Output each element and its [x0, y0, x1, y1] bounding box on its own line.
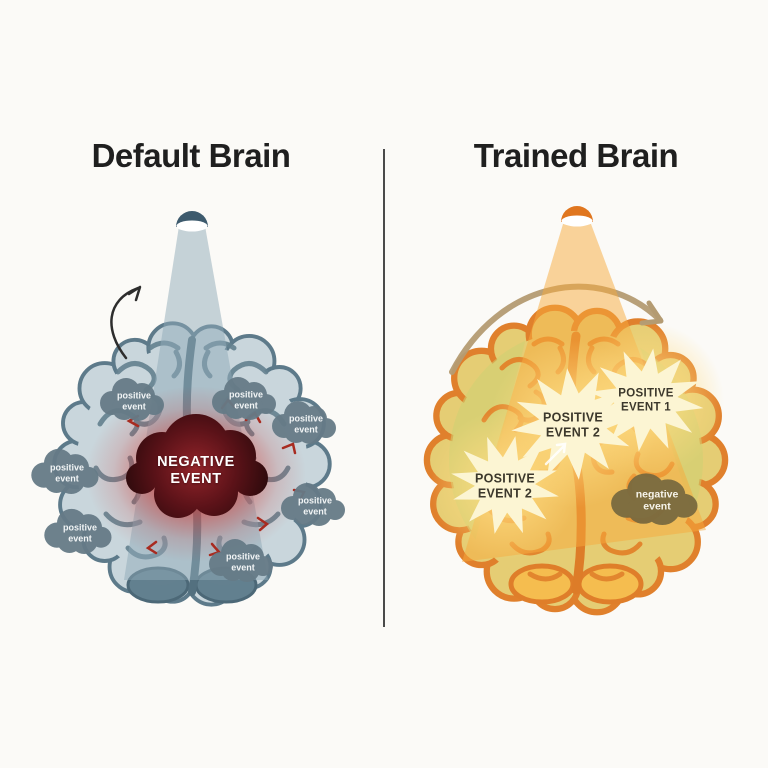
spotlight-icon — [176, 211, 208, 232]
curved-arrow-up-icon — [110, 286, 140, 360]
right-panel-title: Trained Brain — [473, 137, 679, 174]
positive-event-bursts — [430, 322, 724, 560]
burst-link-arrow — [544, 442, 567, 466]
positive-event-label: positive event — [288, 413, 323, 434]
positive-event-2-label: POSITIVE EVENT 2 — [542, 410, 604, 439]
negative-event-small-label: negative event — [635, 488, 679, 513]
positive-event-label: positive event — [49, 462, 84, 483]
positive-event-label: positive event — [116, 390, 151, 411]
positive-event-label: positive event — [228, 389, 263, 410]
positive-event-label: positive event — [225, 551, 260, 572]
default-brain-group — [31, 211, 345, 607]
trained-brain-lobe-right — [576, 563, 644, 605]
left-panel-title: Default Brain — [91, 137, 291, 174]
curved-arrow-up-head — [127, 285, 142, 302]
trained-brain-group — [418, 206, 734, 612]
positive-event-1-label: POSITIVE EVENT 1 — [618, 387, 674, 413]
panel-divider — [383, 149, 385, 627]
trained-brain-lobe-left — [508, 563, 576, 605]
positive-event-label: positive event — [62, 522, 97, 543]
negative-event-cloud — [126, 414, 268, 518]
spotlight-icon — [561, 206, 593, 227]
positive-event-label: positive event — [297, 495, 332, 516]
negative-event-label: NEGATIVE EVENT — [157, 453, 235, 487]
positive-event-2-label: POSITIVE EVENT 2 — [474, 471, 536, 500]
